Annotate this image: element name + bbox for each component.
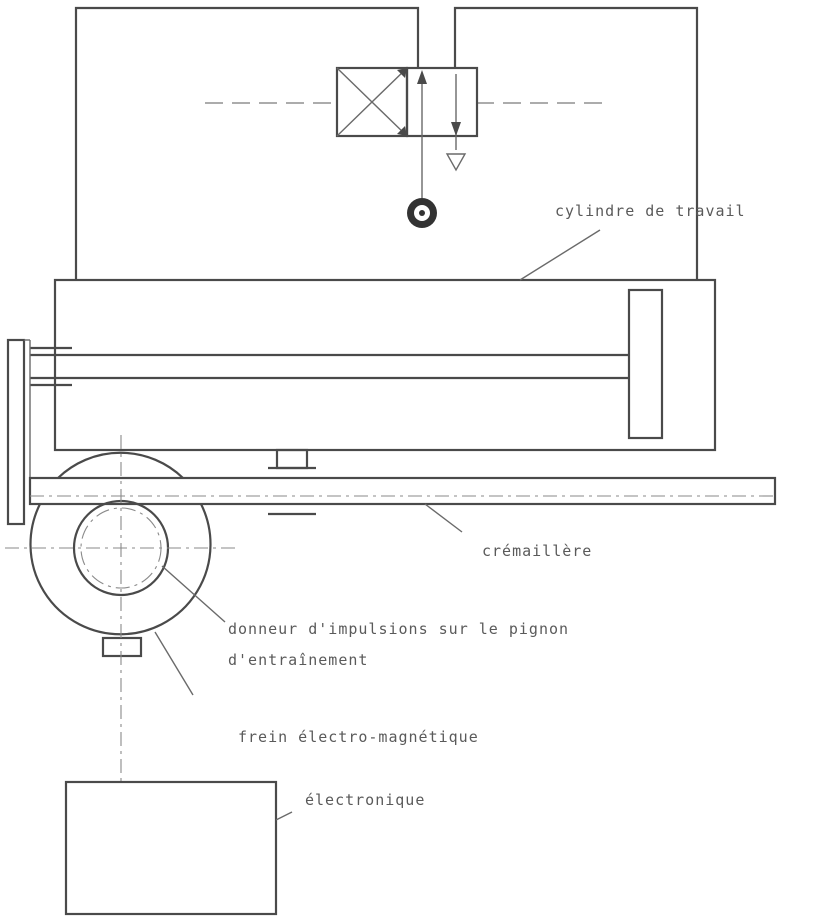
- label-brake: frein électro-magnétique: [238, 728, 479, 746]
- brake-housing-upper: [57, 451, 184, 479]
- cylinder-piston: [627, 288, 664, 440]
- valve-tank-arrow: [451, 122, 461, 136]
- label-working-cylinder: cylindre de travail: [555, 202, 746, 220]
- valve-cross-arrow-up: [397, 68, 407, 78]
- frame-right-line: [453, 6, 699, 280]
- rack-assembly: [28, 448, 777, 516]
- cylinder-body: [53, 278, 717, 452]
- hydraulic-frame: [74, 6, 699, 280]
- label-pulse-generator-line1: donneur d'impulsions sur le pignon: [228, 620, 569, 638]
- brake-shaft: [101, 636, 143, 658]
- label-pulse-generator-line2: d'entraînement: [228, 651, 368, 669]
- leader-rack: [424, 503, 463, 533]
- rack-guide-upper: [275, 448, 309, 470]
- label-rack: crémaillère: [482, 542, 592, 560]
- directional-valve: [335, 66, 479, 228]
- leader-lines: [154, 229, 601, 821]
- pump-symbol-center: [419, 210, 425, 216]
- valve-cross-line-b: [336, 67, 408, 137]
- label-electronics: électronique: [305, 791, 425, 809]
- rack-bar: [28, 476, 777, 506]
- brake-pinion-assembly: [5, 435, 240, 782]
- tank-symbol: [445, 153, 467, 172]
- working-cylinder: [6, 278, 717, 526]
- valve-straight-block: [405, 66, 479, 138]
- rod-end-plate: [6, 338, 26, 526]
- frame-left-line: [74, 6, 420, 280]
- electronics-box: [64, 780, 278, 916]
- valve-cross-arrow-down: [397, 126, 407, 136]
- leader-brake: [154, 631, 194, 696]
- leader-cylinder: [519, 229, 601, 281]
- leader-pulse-generator: [161, 565, 226, 623]
- leader-electronics: [275, 811, 293, 821]
- valve-pressure-arrow: [417, 70, 427, 84]
